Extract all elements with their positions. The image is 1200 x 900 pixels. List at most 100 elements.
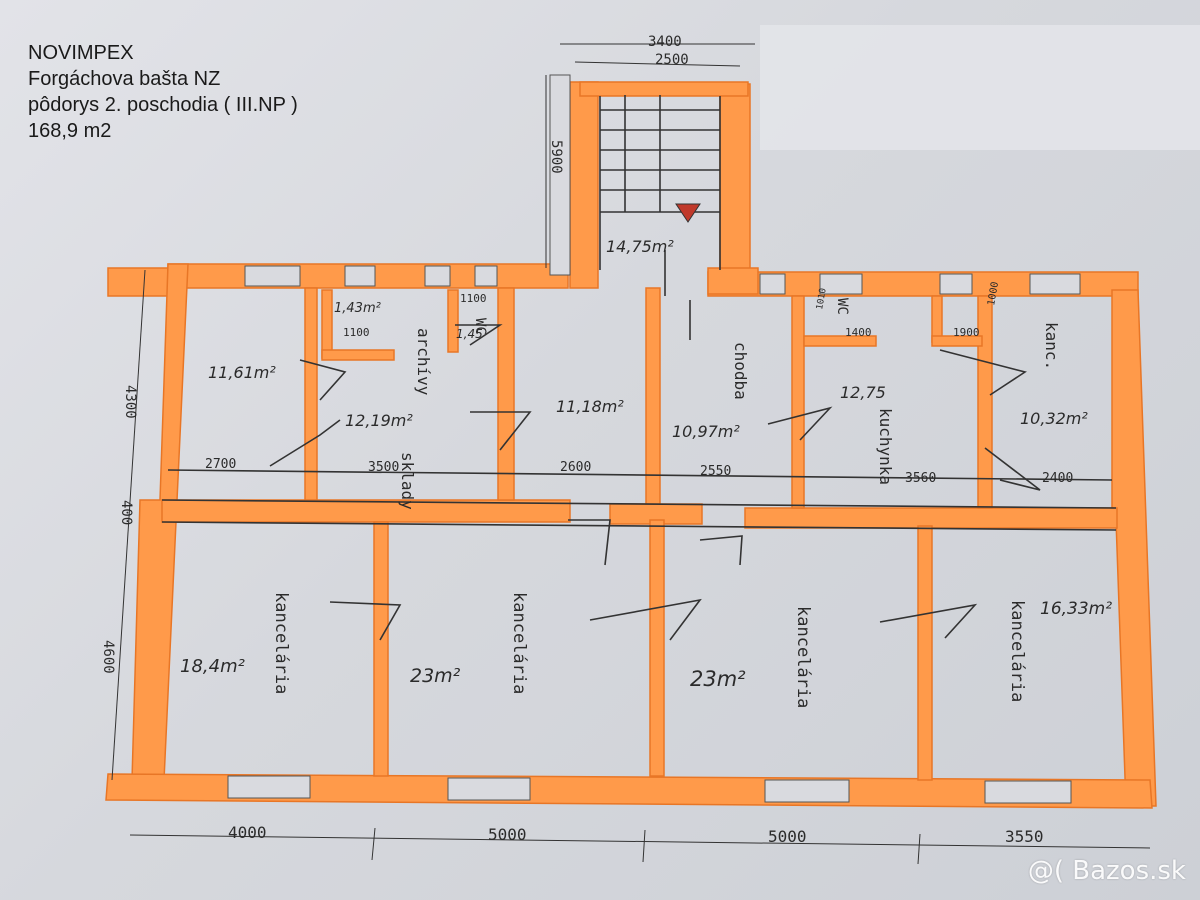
wall-corridor-left (161, 499, 571, 523)
dim-bottom-4: 3550 (1005, 827, 1044, 846)
wall-stair-right (719, 83, 751, 281)
office-2-label: kancelária (509, 592, 529, 694)
dim-row-3: 2600 (560, 460, 591, 475)
wall-stair-left (569, 81, 599, 289)
wall-bottom (105, 773, 1153, 809)
corridor-label: chodba (731, 342, 750, 400)
partition-2 (497, 287, 515, 501)
dim-small-1000: 1000 (986, 281, 1001, 307)
dim-left-lower: 4600 (100, 640, 116, 674)
dim-small-1010: 1010 (815, 287, 829, 310)
dim-row-6: 2400 (1042, 471, 1073, 486)
partition-small-a (321, 289, 333, 359)
dim-small-1900: 1900 (953, 326, 980, 339)
partition-1 (304, 287, 318, 501)
window-bottom-4 (984, 780, 1072, 804)
door-swings (269, 324, 1041, 641)
partitions (304, 287, 993, 781)
wall-stair-join (707, 267, 759, 295)
wc-2-label: WC (834, 298, 850, 315)
room-3-area: 11,18m² (556, 397, 624, 416)
partition-lower-3 (917, 525, 933, 781)
archive-label-2: sklady (398, 452, 417, 510)
dim-row-1: 2700 (205, 457, 236, 472)
window-bottom-1 (227, 775, 311, 799)
partition-small-f (931, 335, 983, 347)
company-name: NOVIMPEX (28, 42, 134, 64)
partition-lower-1 (373, 521, 389, 777)
wc-1-label: WC (472, 318, 488, 335)
window-bottom-3 (764, 779, 850, 803)
partition-small-e (931, 295, 943, 343)
archive-label-1: archívy (414, 328, 433, 396)
dimension-lines (111, 43, 1151, 865)
window-top-8 (1029, 273, 1081, 295)
partition-4 (791, 295, 805, 509)
dim-small-1400: 1400 (845, 326, 872, 339)
office-4-area: 16,33m² (1040, 599, 1112, 619)
window-top-7 (939, 273, 973, 295)
partition-3 (645, 287, 661, 505)
dim-row-5: 3560 (905, 471, 936, 486)
partition-small-d (803, 335, 877, 347)
stair-area: 14,75m² (606, 237, 674, 256)
plan-title: pôdorys 2. poschodia ( III.NP ) (28, 94, 298, 116)
dimension-labels: 3400 2500 5900 4300 400 4600 4000 5000 5… (100, 34, 1073, 846)
office-3-area: 23m² (690, 667, 746, 691)
room-labels: 14,75m² 11,61m² 1,43m² archívy sklady 12… (180, 237, 1112, 708)
total-area: 168,9 m2 (28, 120, 112, 142)
corridor-area: 10,97m² (672, 422, 740, 441)
staircase (600, 95, 720, 223)
dim-small-1100-b: 1100 (460, 292, 487, 305)
outer-walls (105, 81, 1157, 809)
dim-bottom-3: 5000 (768, 827, 807, 846)
window-top-3 (424, 265, 451, 287)
partition-small-b (321, 349, 395, 361)
kanc-area: 10,32m² (1020, 409, 1088, 428)
partition-lower-2 (649, 519, 665, 777)
dim-stair-inner: 2500 (655, 52, 689, 68)
partition-5 (977, 295, 993, 509)
window-top-2 (344, 265, 376, 287)
dim-bottom-2: 5000 (488, 825, 527, 844)
dim-row-2: 3500 (368, 460, 399, 475)
window-bottom-2 (447, 777, 531, 801)
window-top-4 (474, 265, 498, 287)
kitchen-area: 12,75 (840, 383, 886, 402)
windows (227, 74, 1081, 804)
kanc-label: kanc. (1042, 322, 1061, 370)
wc-small-1-area: 1,43m² (334, 301, 381, 316)
wall-corridor-right (744, 507, 1118, 529)
partition-small-c (447, 289, 459, 353)
archive-area: 12,19m² (345, 411, 413, 430)
dim-row-4: 2550 (700, 464, 731, 479)
dim-bottom-1: 4000 (228, 823, 267, 842)
office-4-label: kancelária (1007, 600, 1027, 702)
window-top-6 (819, 273, 863, 295)
office-2-area: 23m² (410, 665, 461, 687)
room-1-area: 11,61m² (208, 363, 276, 382)
wall-stair-top (579, 81, 749, 97)
office-1-label: kancelária (271, 592, 291, 694)
kitchen-label: kuchynka (876, 408, 895, 485)
office-3-label: kancelária (793, 606, 813, 708)
wall-left (107, 267, 169, 297)
window-top-5 (759, 273, 786, 295)
wc-1-area: 1,45 (456, 327, 483, 341)
dim-small-1100-a: 1100 (343, 326, 370, 339)
bazos-watermark: @( Bazos.sk (1027, 856, 1186, 886)
stair-arrow-icon (675, 203, 701, 223)
paper-highlight (760, 25, 1200, 150)
dim-left-upper: 4300 (122, 385, 138, 419)
dim-left-corridor: 400 (118, 500, 134, 525)
location-name: Forgáchova bašta NZ (28, 68, 221, 90)
dim-stair-outer: 3400 (648, 34, 682, 50)
office-1-area: 18,4m² (180, 656, 245, 677)
interior-lines (161, 96, 1117, 531)
window-top-1 (244, 265, 301, 287)
window-stair (549, 74, 571, 276)
dim-stair-depth: 5900 (548, 140, 564, 174)
plan-header: NOVIMPEX Forgáchova bašta NZ pôdorys 2. … (28, 40, 298, 144)
wall-right-long (1111, 289, 1157, 807)
